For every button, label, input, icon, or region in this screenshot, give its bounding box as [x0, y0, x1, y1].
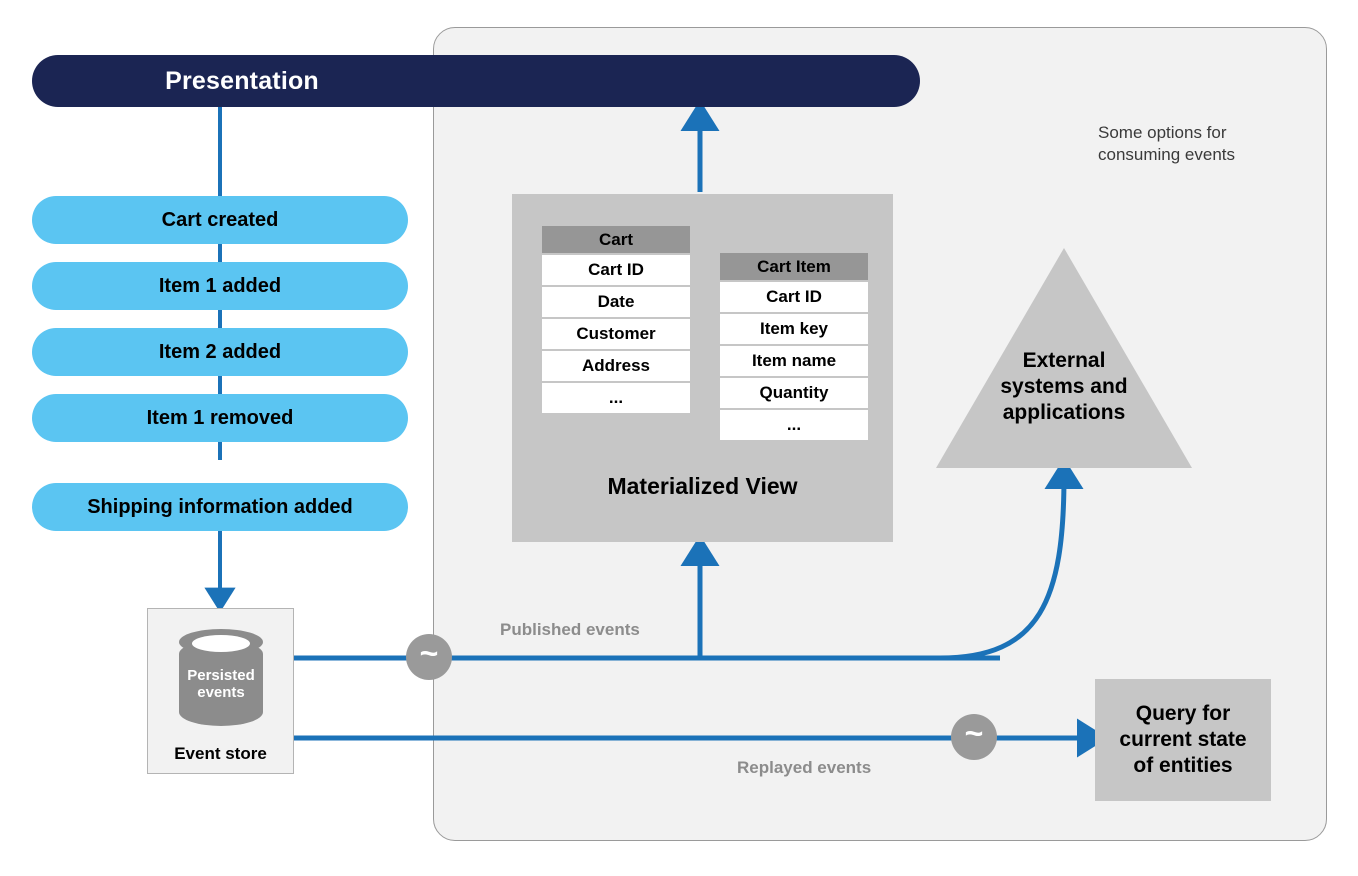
event-pill-label: Item 2 added	[158, 340, 282, 363]
event-store-label: Event store	[174, 744, 267, 763]
entity-field-row: Item key	[720, 314, 868, 344]
entity-table-cart: Cart Cart ID Date Customer Address ...	[542, 226, 690, 415]
query-box-line1: Query for	[1135, 702, 1231, 725]
entity-field-row: Cart ID	[542, 255, 690, 285]
event-pill-cart-created[interactable]: Cart created	[32, 196, 408, 244]
entity-field-row: Date	[542, 287, 690, 317]
triangle-shape-icon	[936, 248, 1192, 468]
published-events-label: Published events	[500, 620, 640, 639]
materialized-view-title: Materialized View	[607, 473, 798, 499]
event-pill-item-1-removed[interactable]: Item 1 removed	[32, 394, 408, 442]
note-line1: Some options for	[1098, 123, 1227, 142]
entity-table-cart-item: Cart Item Cart ID Item key Item name Qua…	[720, 253, 868, 442]
query-box-label: Query for current state of entities	[1119, 701, 1246, 779]
tilde-glyph: ~	[419, 634, 439, 671]
entity-table-header: Cart Item	[720, 253, 868, 280]
external-systems-line2: systems and	[1000, 375, 1128, 398]
query-box-line2: current state	[1119, 728, 1247, 751]
materialized-view-panel[interactable]: Cart Cart ID Date Customer Address ... C…	[512, 194, 893, 542]
external-systems-line3: applications	[1002, 401, 1126, 424]
event-pill-item-2-added[interactable]: Item 2 added	[32, 328, 408, 376]
consuming-events-note: Some options for consuming events	[1098, 122, 1288, 166]
database-cylinder-icon: Persisted events	[179, 629, 263, 737]
event-store-box[interactable]: Persisted events Event store	[147, 608, 294, 774]
entity-field-row: ...	[542, 383, 690, 413]
entity-field-row: Quantity	[720, 378, 868, 408]
presentation-label: Presentation	[165, 66, 319, 95]
event-pill-label: Cart created	[161, 208, 279, 231]
cylinder-label-line2: events	[197, 684, 245, 701]
event-pill-label: Item 1 added	[158, 274, 282, 297]
published-events-tilde-icon: ~	[406, 634, 452, 680]
event-pill-shipping-information-added[interactable]: Shipping information added	[32, 483, 408, 531]
entity-table-header: Cart	[542, 226, 690, 253]
note-line2: consuming events	[1098, 145, 1236, 164]
event-pill-label: Shipping information added	[87, 495, 353, 518]
replayed-events-label: Replayed events	[737, 758, 872, 777]
replayed-events-tilde-icon: ~	[951, 714, 997, 760]
tilde-glyph: ~	[964, 714, 984, 751]
event-pill-item-1-added[interactable]: Item 1 added	[32, 262, 408, 310]
cylinder-label-line1: Persisted	[187, 667, 255, 684]
entity-field-row: Address	[542, 351, 690, 381]
presentation-layer-bar[interactable]: Presentation	[32, 55, 920, 107]
entity-field-row: ...	[720, 410, 868, 440]
entity-field-row: Cart ID	[720, 282, 868, 312]
external-systems-triangle[interactable]: External systems and applications	[936, 248, 1192, 468]
entity-field-row: Customer	[542, 319, 690, 349]
query-box-line3: of entities	[1133, 754, 1233, 777]
entity-field-row: Item name	[720, 346, 868, 376]
external-systems-line1: External	[1022, 349, 1106, 372]
event-pill-label: Item 1 removed	[146, 406, 294, 429]
external-systems-label: External systems and applications	[936, 348, 1192, 426]
query-current-state-box[interactable]: Query for current state of entities	[1095, 679, 1271, 801]
